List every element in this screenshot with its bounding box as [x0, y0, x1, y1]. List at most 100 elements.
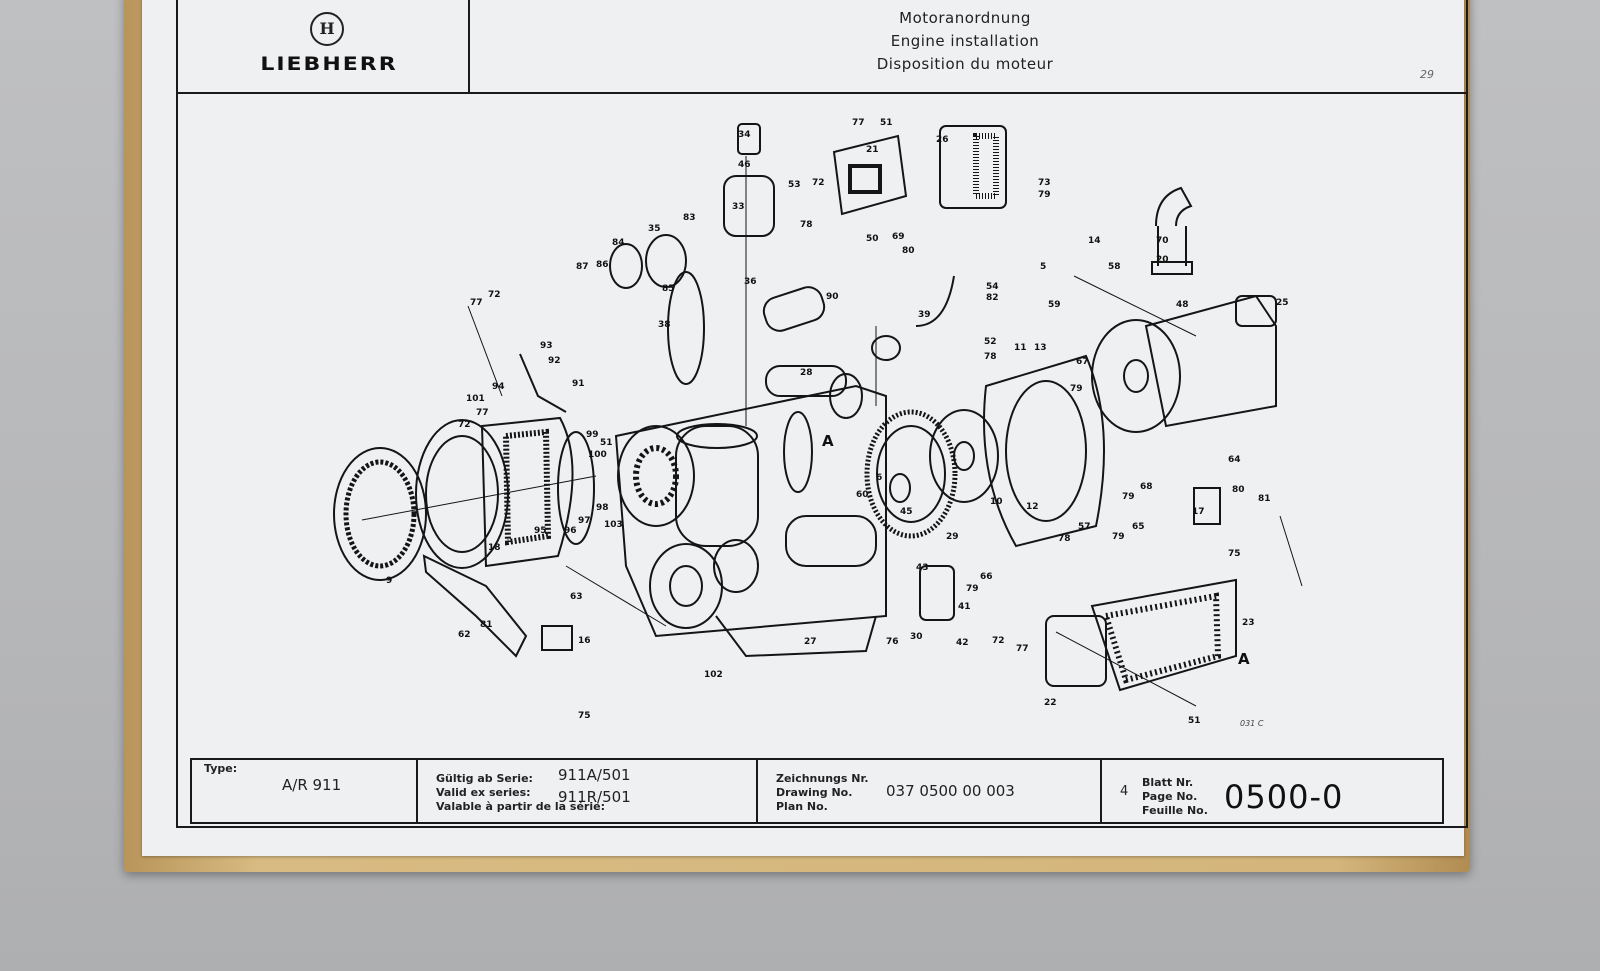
- part-callout-85: 85: [662, 284, 675, 294]
- document-sheet: [142, 0, 1464, 856]
- part-callout-93: 93: [540, 341, 553, 351]
- part-callout-77: 77: [476, 408, 489, 418]
- part-callout-72: 72: [458, 420, 471, 430]
- part-callout-98: 98: [596, 503, 609, 513]
- series-label-fr: Valable à partir de la série:: [436, 800, 605, 813]
- part-callout-63: 63: [570, 592, 583, 602]
- air-hose: [762, 286, 826, 332]
- part-callout-83: 83: [683, 213, 696, 223]
- mount-bracket-left: [422, 554, 528, 658]
- part-callout-48: 48: [1176, 300, 1189, 310]
- mount-bracket-right: [1193, 487, 1221, 525]
- series-label-en: Valid ex series:: [436, 786, 531, 799]
- oil-pan: [1090, 578, 1237, 692]
- part-callout-10: 10: [990, 497, 1003, 507]
- part-callout-82: 82: [986, 293, 999, 303]
- page-index: 4: [1120, 784, 1129, 799]
- series-label-de: Gültig ab Serie:: [436, 772, 533, 785]
- part-callout-29: 29: [946, 532, 959, 542]
- part-callout-60: 60: [856, 490, 869, 500]
- series-value-2: 911R/501: [558, 788, 631, 806]
- part-callout-81: 81: [1258, 494, 1271, 504]
- part-callout-9: 9: [386, 576, 393, 586]
- part-callout-84: 84: [612, 238, 625, 248]
- page-number: 0500-0: [1224, 778, 1344, 816]
- part-callout-16: 16: [578, 636, 591, 646]
- part-callout-75: 75: [578, 711, 591, 721]
- part-callout-95: 95: [534, 526, 547, 536]
- pump-flange: [1091, 319, 1181, 433]
- part-callout-23: 23: [1242, 618, 1255, 628]
- part-callout-81: 81: [480, 620, 493, 630]
- part-callout-80: 80: [902, 246, 915, 256]
- part-callout-72: 72: [488, 290, 501, 300]
- part-callout-103: 103: [604, 520, 623, 530]
- part-callout-86: 86: [596, 260, 609, 270]
- part-callout-5: 5: [1040, 262, 1047, 272]
- part-callout-65: 65: [1132, 522, 1145, 532]
- part-callout-91: 91: [572, 379, 585, 389]
- part-callout-101: 101: [466, 394, 485, 404]
- part-callout-62: 62: [458, 630, 471, 640]
- part-callout-79: 79: [1070, 384, 1083, 394]
- fuel-pump: [919, 565, 955, 621]
- drawing-label-en: Drawing No.: [776, 786, 853, 799]
- part-callout-53: 53: [788, 180, 801, 190]
- title-german: Motoranordnung: [899, 9, 1031, 27]
- part-callout-36: 36: [744, 277, 757, 287]
- part-callout-102: 102: [704, 670, 723, 680]
- part-callout-78: 78: [1058, 534, 1071, 544]
- part-callout-76: 76: [886, 637, 899, 647]
- title-block: [190, 758, 1444, 824]
- part-callout-58: 58: [1108, 262, 1121, 272]
- intake-manifold: [832, 134, 908, 216]
- part-callout-66: 66: [980, 572, 993, 582]
- part-callout-80: 80: [1232, 485, 1245, 495]
- part-callout-33: 33: [732, 202, 745, 212]
- part-callout-79: 79: [966, 584, 979, 594]
- part-callout-59: 59: [1048, 300, 1061, 310]
- part-callout-52: 52: [984, 337, 997, 347]
- brand-logo: LIEBHERR: [260, 53, 398, 76]
- crank-pulley: [649, 543, 723, 629]
- seal-ring: [333, 447, 427, 581]
- part-callout-21: 21: [866, 145, 879, 155]
- part-callout-79: 79: [1038, 190, 1051, 200]
- part-callout-96: 96: [564, 526, 577, 536]
- part-callout-27: 27: [804, 637, 817, 647]
- page-label-fr: Feuille No.: [1142, 804, 1208, 817]
- title-cell: [470, 0, 1468, 94]
- part-callout-46: 46: [738, 160, 751, 170]
- part-callout-35: 35: [648, 224, 661, 234]
- title-french: Disposition du moteur: [876, 55, 1054, 73]
- part-callout-51: 51: [880, 118, 893, 128]
- part-callout-72: 72: [992, 636, 1005, 646]
- part-callout-25: 25: [1276, 298, 1289, 308]
- bell-housing: [983, 354, 1105, 548]
- part-callout-50: 50: [866, 234, 879, 244]
- drawing-label-de: Zeichnungs Nr.: [776, 772, 869, 785]
- exploded-engine-drawing: A A 031 C: [333, 123, 1303, 728]
- part-callout-14: 14: [1088, 236, 1101, 246]
- title-block-divider: [416, 758, 418, 824]
- view-marker-a-2: A: [1238, 650, 1250, 668]
- part-callout-73: 73: [1038, 178, 1051, 188]
- part-callout-79: 79: [1112, 532, 1125, 542]
- part-callout-22: 22: [1044, 698, 1057, 708]
- part-callout-67: 67: [1076, 357, 1089, 367]
- part-callout-78: 78: [984, 352, 997, 362]
- elbow-pipe: [1155, 186, 1193, 266]
- type-label: Type:: [204, 762, 238, 775]
- part-callout-77: 77: [470, 298, 483, 308]
- part-callout-72: 72: [812, 178, 825, 188]
- air-housing: [480, 416, 574, 568]
- oil-filter: [675, 425, 759, 547]
- title-english: Engine installation: [890, 32, 1040, 50]
- alt-pulley: [713, 539, 759, 593]
- intake-hose: [519, 353, 567, 413]
- part-callout-87: 87: [576, 262, 589, 272]
- drawing-number: 037 0500 00 003: [886, 782, 1015, 800]
- part-callout-38: 38: [658, 320, 671, 330]
- drawing-frame: [176, 0, 1468, 828]
- logo-cell: [176, 0, 470, 94]
